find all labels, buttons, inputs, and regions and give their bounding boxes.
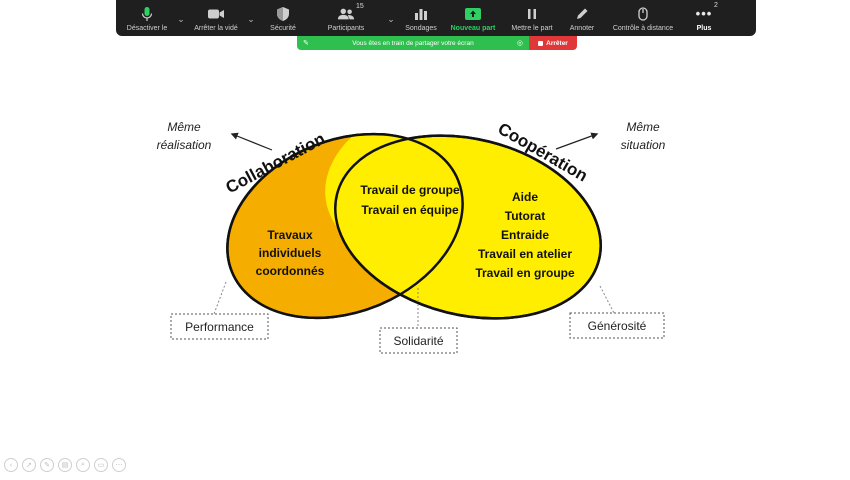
overlap-line2: Travail en équipe (361, 203, 459, 217)
video-options-caret[interactable]: ⌄ (247, 13, 255, 24)
more-icon: ••• (695, 6, 713, 21)
more-options-icon[interactable]: ⋯ (112, 458, 126, 472)
new-share-button[interactable]: Nouveau part (444, 0, 502, 36)
pause-icon (523, 5, 541, 23)
mute-label: Désactiver le (126, 25, 168, 32)
right-note-line2: situation (621, 138, 666, 152)
pause-share-button[interactable]: Mettre le part (502, 0, 562, 36)
pause-share-label: Mettre le part (511, 25, 553, 32)
left-note-line1: Même (167, 120, 201, 134)
shield-icon (274, 5, 292, 23)
zoom-icon[interactable]: ⌕ (76, 458, 90, 472)
poll-icon (412, 5, 430, 23)
stop-share-label: Arrêter (546, 39, 568, 47)
solidarite-label: Solidarité (393, 334, 443, 348)
polls-button[interactable]: Sondages (398, 0, 444, 36)
more-button[interactable]: ••• 2 Plus (684, 0, 724, 36)
overlap-line1: Travail de groupe (360, 183, 460, 197)
new-share-label: Nouveau part (450, 25, 496, 32)
performance-label: Performance (185, 320, 254, 334)
left-arrow (230, 132, 273, 151)
sharing-options-icon[interactable]: ◎ (516, 40, 523, 47)
pointer-icon[interactable]: ➚ (22, 458, 36, 472)
previous-slide-icon[interactable]: ‹ (4, 458, 18, 472)
left-only-line1: Travaux (267, 228, 313, 242)
stop-video-label: Arrêter la vidé (194, 25, 238, 32)
right-only-line3: Entraide (501, 228, 549, 242)
annotate-button[interactable]: Annoter (562, 0, 602, 36)
right-only-line5: Travail en groupe (475, 266, 575, 280)
cooperation-outline (334, 134, 602, 320)
right-only-line2: Tutorat (505, 209, 545, 223)
share-screen-icon (464, 5, 482, 23)
remote-control-button[interactable]: Contrôle à distance (602, 0, 684, 36)
audio-options-caret[interactable]: ⌄ (177, 13, 185, 24)
mouse-icon (634, 5, 652, 23)
slide-tools: ‹ ➚ ✎ ▤ ⌕ ▭ ⋯ (4, 458, 126, 472)
more-count: 2 (714, 2, 718, 9)
performance-box (170, 313, 269, 340)
pen-icon[interactable]: ✎ (40, 458, 54, 472)
annotate-label: Annoter (569, 25, 595, 32)
security-label: Sécurité (270, 25, 296, 32)
generosite-connector (599, 285, 615, 314)
mute-button[interactable]: Désactiver le (120, 0, 174, 36)
security-button[interactable]: Sécurité (258, 0, 308, 36)
right-note-line1: Même (626, 120, 660, 134)
right-only-line1: Aide (512, 190, 538, 204)
polls-label: Sondages (405, 25, 437, 32)
more-label: Plus (696, 25, 712, 32)
right-arrow (555, 132, 599, 150)
stop-share-button[interactable]: Arrêter (529, 36, 577, 50)
meeting-toolbar: Désactiver le ⌄ Arrêter la vidé ⌄ Sécuri… (116, 0, 756, 36)
left-only-line3: coordonnés (256, 264, 325, 278)
subtitles-icon[interactable]: ▭ (94, 458, 108, 472)
microphone-icon (138, 5, 156, 23)
participants-label: Participants (327, 25, 365, 32)
participants-count: 15 (356, 3, 364, 10)
pencil-icon (573, 5, 591, 23)
slides-icon[interactable]: ▤ (58, 458, 72, 472)
screen-sharing-bar: ✎ Vous êtes en train de partager votre é… (297, 36, 529, 50)
generosite-box (569, 312, 665, 339)
right-only-line4: Travail en atelier (478, 247, 572, 261)
left-only-line2: individuels (259, 246, 322, 260)
participants-options-caret[interactable]: ⌄ (387, 13, 395, 24)
performance-connector (213, 281, 227, 315)
stop-icon (538, 40, 544, 46)
collaboration-outline (226, 132, 464, 320)
pin-icon: ✎ (303, 40, 309, 47)
participants-button[interactable]: 15 Participants (308, 0, 384, 36)
generosite-label: Générosité (588, 319, 647, 333)
remote-control-label: Contrôle à distance (612, 25, 674, 32)
sharing-status-text: Vous êtes en train de partager votre écr… (352, 39, 474, 47)
left-note-line2: réalisation (157, 138, 212, 152)
solidarite-box (379, 327, 458, 354)
stop-video-button[interactable]: Arrêter la vidé (188, 0, 244, 36)
participants-icon (337, 5, 355, 23)
video-camera-icon (207, 5, 225, 23)
